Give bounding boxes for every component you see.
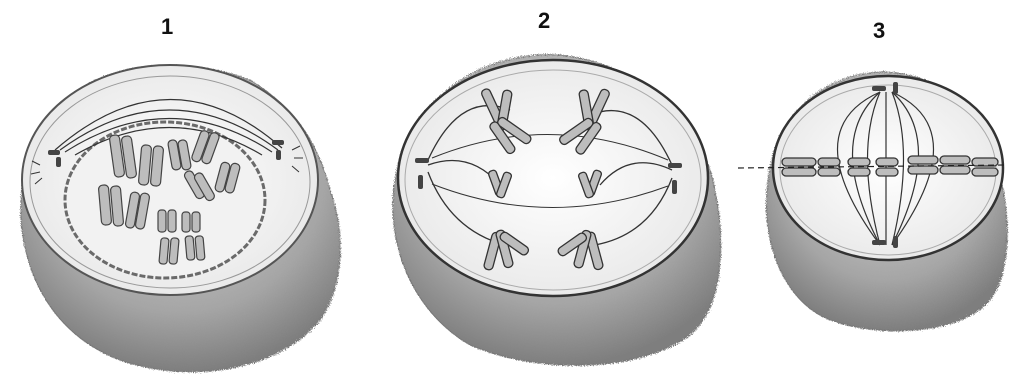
cell-3 bbox=[738, 72, 1007, 331]
cell-1 bbox=[21, 65, 340, 372]
cell-2-top-surface bbox=[398, 60, 708, 296]
cell-2 bbox=[393, 55, 721, 366]
